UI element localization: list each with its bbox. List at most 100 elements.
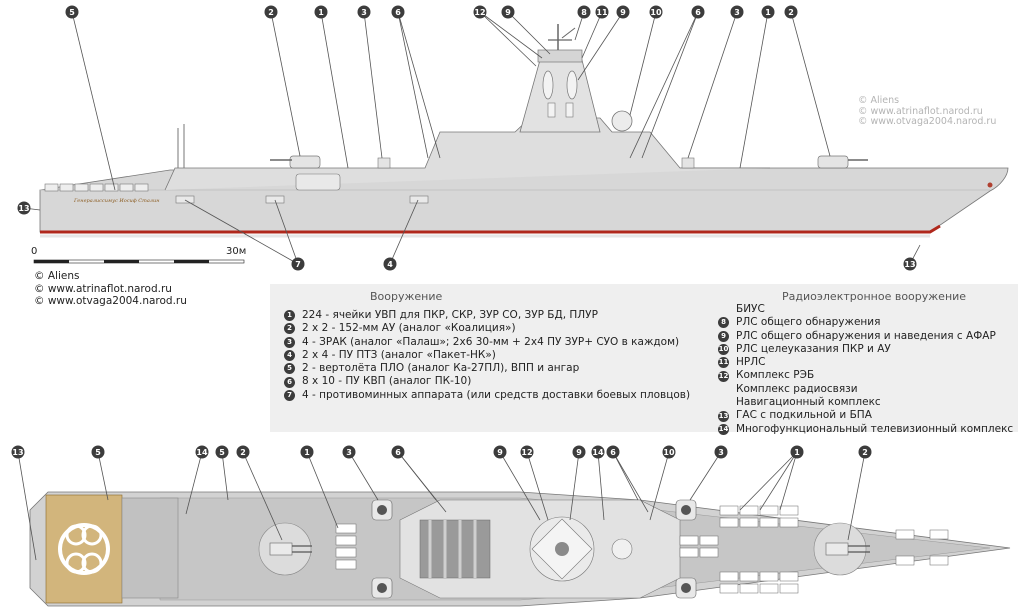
- plan-view: [29, 491, 1011, 607]
- svg-text:6: 6: [395, 448, 401, 457]
- callout-1-plan-b: 1: [790, 445, 804, 459]
- svg-text:7: 7: [295, 260, 301, 269]
- svg-text:13: 13: [12, 448, 23, 457]
- hull-name: Генералиссимус Иосиф Сталин: [73, 197, 160, 204]
- scale-end-label: 30м: [226, 246, 247, 257]
- legend-num: 13: [718, 410, 729, 422]
- callout-5-top: 5: [65, 5, 79, 19]
- svg-text:5: 5: [219, 448, 225, 457]
- legend-text: Комплекс радиосвязи: [736, 382, 858, 395]
- svg-text:14: 14: [592, 448, 604, 457]
- callouts: 5 2 1 3 6 12 9 8 11 9 10 6 3 1 2 13 7 4 …: [11, 5, 917, 459]
- svg-text:8: 8: [581, 8, 587, 17]
- legend-num: 9: [718, 330, 729, 342]
- callout-8-top: 8: [577, 5, 591, 19]
- callout-11-top: 11: [595, 5, 609, 19]
- svg-text:14: 14: [196, 448, 208, 457]
- legend-num: 7: [284, 389, 295, 401]
- svg-text:5: 5: [69, 8, 75, 17]
- callout-13-plan: 13: [11, 445, 25, 459]
- svg-text:1: 1: [765, 8, 771, 17]
- callout-3-top-b: 3: [730, 5, 744, 19]
- legend-num: 8: [718, 317, 729, 329]
- svg-text:2: 2: [788, 8, 794, 17]
- radome: [611, 110, 633, 132]
- callout-3-plan-b: 3: [714, 445, 728, 459]
- legend-text: 2 х 2 - 152-мм АУ (аналог «Коалиция»): [302, 322, 516, 335]
- callout-12-top: 12: [473, 5, 487, 19]
- callout-4-side: 4: [383, 257, 397, 271]
- callout-14-plan-a: 14: [195, 445, 209, 459]
- legend-num: [718, 397, 729, 408]
- legend-num: 4: [284, 350, 295, 362]
- electronics-item: 13 ГАС с подкильной и БПА: [718, 409, 1013, 422]
- callout-9-plan-a: 9: [493, 445, 507, 459]
- credit-line: © Aliens: [34, 270, 80, 282]
- scale-bar: [33, 259, 245, 264]
- svg-text:1: 1: [318, 8, 324, 17]
- callout-6-top-a: 6: [391, 5, 405, 19]
- legend-num: 2: [284, 323, 295, 335]
- callout-1-plan-a: 1: [300, 445, 314, 459]
- legend-text: 4 - противоминных аппарата (или средств …: [302, 388, 691, 401]
- electronics-title: Радиоэлектронное вооружение: [782, 290, 967, 303]
- svg-text:6: 6: [610, 448, 616, 457]
- svg-text:2: 2: [240, 448, 246, 457]
- main-mast: [519, 59, 601, 133]
- svg-text:1: 1: [304, 448, 310, 457]
- legend-text: РЛС общего обнаружения: [736, 316, 881, 329]
- electronics-item: Комплекс радиосвязи: [718, 383, 1013, 396]
- credits-watermark: © Aliens © www.atrinaflot.narod.ru © www…: [858, 95, 996, 128]
- vls-fwd: [679, 505, 949, 594]
- svg-text:12: 12: [474, 8, 485, 17]
- callout-2-top-a: 2: [264, 5, 278, 19]
- electronics-item: Навигационный комплекс: [718, 396, 1013, 409]
- side-profile: Генералиссимус Иосиф Сталин: [39, 24, 1009, 238]
- callout-3-top-a: 3: [357, 5, 371, 19]
- svg-text:3: 3: [346, 448, 352, 457]
- svg-text:9: 9: [505, 8, 511, 17]
- svg-text:5: 5: [95, 448, 101, 457]
- credit-line: © Aliens: [858, 95, 900, 106]
- legend-num: 3: [284, 336, 295, 348]
- svg-text:9: 9: [620, 8, 626, 17]
- aft-gun-turret: [270, 155, 321, 169]
- legend-num: [718, 384, 729, 395]
- svg-text:10: 10: [663, 448, 675, 457]
- armament-title: Вооружение: [370, 290, 443, 303]
- svg-text:2: 2: [268, 8, 274, 17]
- legend-text: РЛС целеуказания ПКР и АУ: [736, 342, 891, 355]
- callout-2-plan-b: 2: [858, 445, 872, 459]
- waterline: [40, 224, 941, 234]
- legend-num: [718, 304, 729, 315]
- credit-line: © www.atrinaflot.narod.ru: [34, 282, 172, 295]
- legend-text: 224 - ячейки УВП для ПКР, СКР, ЗУР СО, З…: [302, 309, 598, 321]
- legend-text: ГАС с подкильной и БПА: [736, 409, 872, 422]
- credits-left: © Aliens © www.atrinaflot.narod.ru © www…: [34, 270, 187, 308]
- legend-num: 12: [718, 370, 729, 382]
- callout-9-top-a: 9: [501, 5, 515, 19]
- svg-text:9: 9: [576, 448, 582, 457]
- credit-line: © www.otvaga2004.narod.ru: [34, 295, 187, 308]
- legend-text: НРЛС: [736, 356, 766, 369]
- svg-text:13: 13: [904, 260, 915, 269]
- legend-text: Многофункциональный телевизионный компле…: [736, 422, 1014, 435]
- svg-text:13: 13: [18, 204, 29, 213]
- legend-num: 11: [718, 357, 729, 369]
- legend-text: 2 - вертолёта ПЛО (аналог Ка-27ПЛ), ВПП …: [302, 362, 580, 375]
- electronics-item: 11 НРЛС: [718, 356, 1013, 369]
- callout-6-plan-a: 6: [391, 445, 405, 459]
- callout-12-plan: 12: [520, 445, 534, 459]
- scale-start-label: 0: [31, 246, 38, 257]
- callout-9-plan-b: 9: [572, 445, 586, 459]
